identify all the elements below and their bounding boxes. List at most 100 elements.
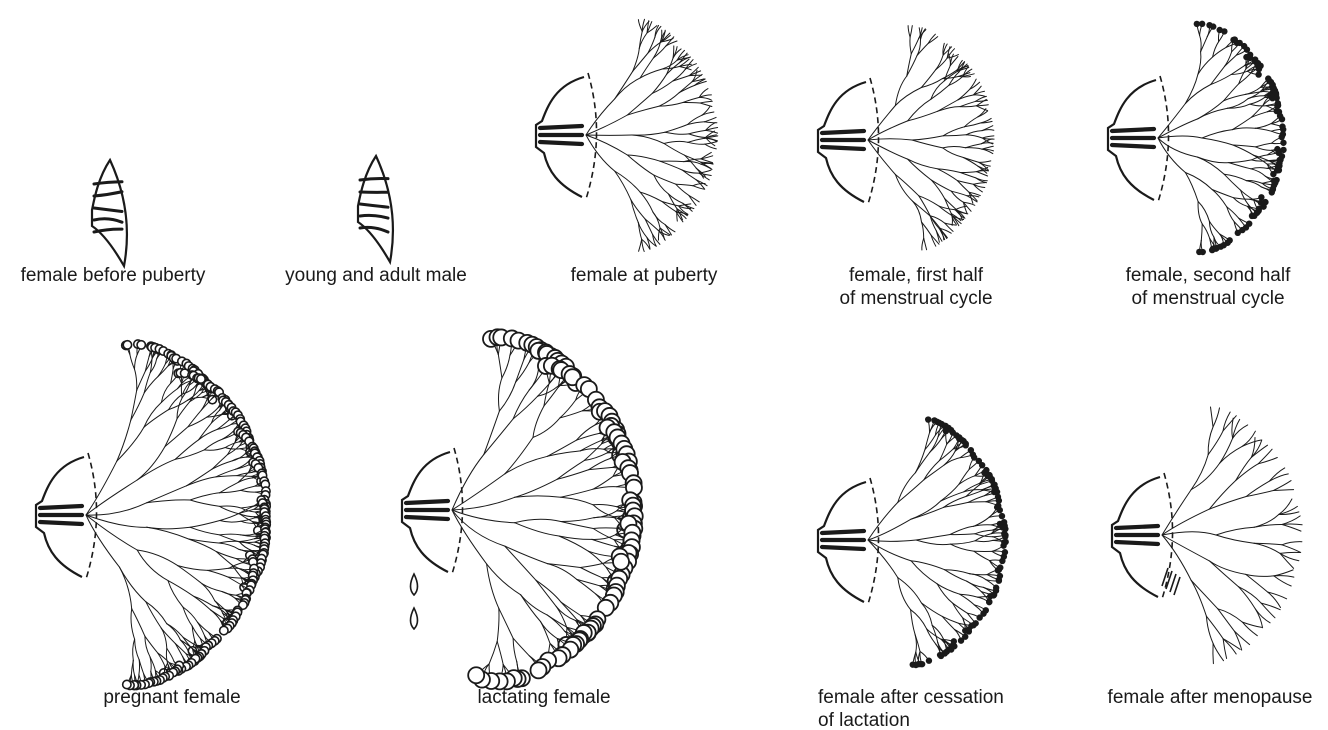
duct-branch [541,622,558,639]
duct-branch [973,183,985,185]
duct-branch [505,437,533,474]
duct-branch [135,369,137,390]
duct-branch [1268,592,1287,599]
caption-line: of menstrual cycle [1102,287,1314,310]
bud [943,428,949,434]
drawing-female-first-half-menstrual-cycle [818,26,994,250]
duct-branch [936,55,943,70]
duct-branch [137,550,178,566]
duct-branch [561,518,594,522]
duct-branch [937,584,953,603]
duct-branch [968,502,986,503]
duct-branch [94,182,122,184]
bud [1209,247,1215,253]
duct-branch [360,178,388,180]
duct-branch [960,172,976,173]
duct-branch [137,550,168,581]
bud [999,558,1005,564]
duct-branch [94,208,122,211]
duct-branch [950,544,974,551]
duct-branch [689,134,706,138]
duct-branch [146,602,161,628]
bud-outline [358,156,393,262]
bud [1255,71,1261,77]
duct-branch [638,20,642,32]
duct-branch [938,100,958,111]
duct-branch [701,164,712,169]
lactiferous-duct [40,522,82,524]
duct-branch [689,195,700,202]
duct-branch [1235,631,1250,644]
caption-line: young and adult male [266,264,486,287]
duct-branch [220,521,241,523]
duct-branch [1191,580,1206,616]
bud [926,658,932,664]
duct-branch [360,215,388,218]
caption-female-second-half-menstrual-cycle: female, second half of menstrual cycle [1102,264,1314,310]
bud [979,462,985,468]
duct-branch [175,644,182,657]
bud [1269,189,1275,195]
duct-branch [592,539,615,546]
duct-branch [86,503,147,515]
duct-branch [1282,542,1302,545]
alveolus [468,667,484,683]
duct-branch [660,161,684,162]
duct-branch [950,526,974,534]
caption-line: lactating female [444,686,644,709]
duct-branch [668,194,677,209]
lactiferous-duct [1112,129,1154,131]
duct-branch [241,486,255,490]
bud [997,507,1003,513]
caption-pregnant-female: pregnant female [72,686,272,709]
duct-branch [652,74,666,93]
duct-branch [1209,221,1214,237]
duct-branch [1158,104,1185,139]
duct-branch [943,135,966,136]
duct-branch [953,603,963,618]
duct-branch [974,551,989,560]
lactiferous-duct [822,547,864,549]
duct-branch [1255,124,1271,129]
duct-branch [199,423,212,440]
duct-branch [452,510,487,564]
lactiferous-duct [540,126,582,128]
duct-branch [944,451,955,465]
duct-branch [190,527,219,535]
caption-female-after-cessation-of-lactation: female after cessation of lactation [818,686,1048,730]
duct-branch [175,450,204,459]
duct-branch [908,26,910,38]
duct-branch [693,183,705,185]
bud [987,593,993,599]
drawing-pregnant-female [36,340,270,690]
duct-branch [931,85,949,99]
duct-branch [677,209,678,221]
alveolus [530,662,546,678]
duct-branch [135,355,138,370]
duct-branch [165,419,177,447]
duct-branch [561,522,593,529]
bud [968,623,974,629]
duct-branch [360,204,388,207]
duct-branch [120,567,146,602]
duct-branch [941,484,959,501]
lactiferous-duct [540,142,582,144]
duct-branch [924,238,927,250]
duct-branch [505,546,536,580]
duct-branch [198,622,205,635]
lactiferous-duct [822,531,864,533]
drawing-female-at-puberty [536,19,718,251]
duct-branch [654,175,676,184]
duct-branch [515,523,559,536]
duct-branch [237,473,252,476]
duct-branch [911,561,944,570]
duct-branch [913,201,930,216]
drawing-female-after-menopause [1112,407,1302,664]
duct-branch [705,142,717,145]
duct-branch [1274,481,1292,491]
duct-branch [220,506,240,514]
duct-branch [1233,425,1248,438]
caption-female-after-menopause: female after menopause [1094,686,1326,709]
duct-branch [94,219,122,222]
duct-branch [1255,609,1262,628]
